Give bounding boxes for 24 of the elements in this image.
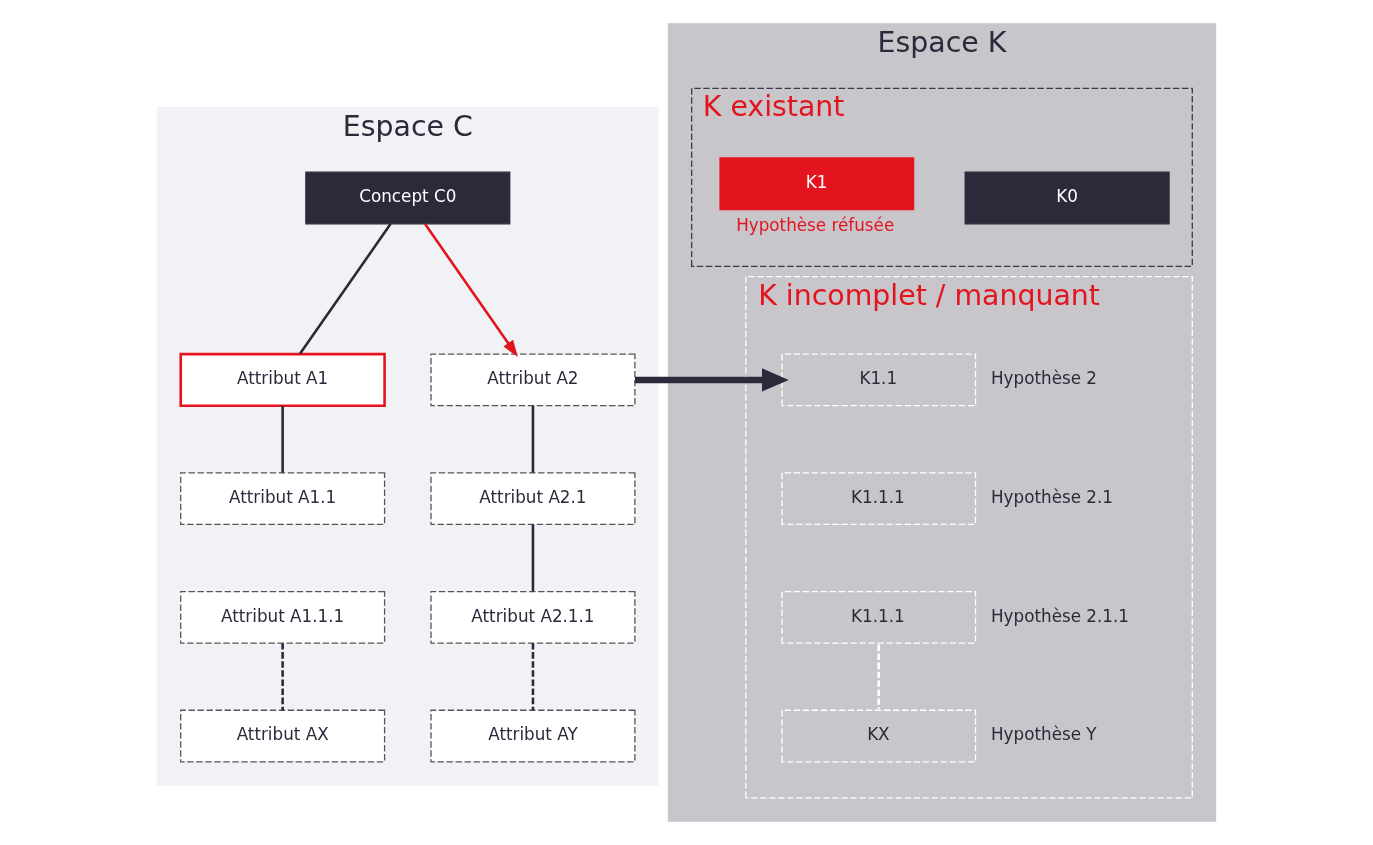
node-label: Hypothèse Y (991, 724, 1097, 745)
connector (531, 643, 535, 711)
node-box: Attribut AY (430, 709, 636, 763)
connector (877, 644, 881, 709)
node-box: Attribut AX (180, 709, 386, 763)
node-label: Hypothèse réfusée (736, 214, 895, 235)
connector (298, 223, 392, 355)
node-box: K0 (964, 171, 1170, 225)
node-label: Hypothèse 2.1.1 (991, 605, 1129, 626)
node-box: Attribut A1.1.1 (180, 590, 386, 644)
node-label: Hypothèse 2.1 (991, 487, 1114, 508)
connector (281, 405, 284, 473)
node-box: Concept C0 (305, 171, 511, 225)
arrow (423, 223, 518, 357)
node-box: Attribut A2 (430, 353, 636, 407)
node-box: Attribut A1.1 (180, 472, 386, 526)
connector (281, 643, 284, 711)
arrow (634, 368, 789, 392)
node-label: Hypothèse 2 (991, 368, 1098, 389)
node-box: Attribut A1 (179, 352, 386, 408)
node-box: Attribut A2.1.1 (430, 590, 636, 644)
node-box: Attribut A2.1 (430, 472, 636, 526)
connector (531, 524, 535, 592)
connector (531, 405, 535, 473)
